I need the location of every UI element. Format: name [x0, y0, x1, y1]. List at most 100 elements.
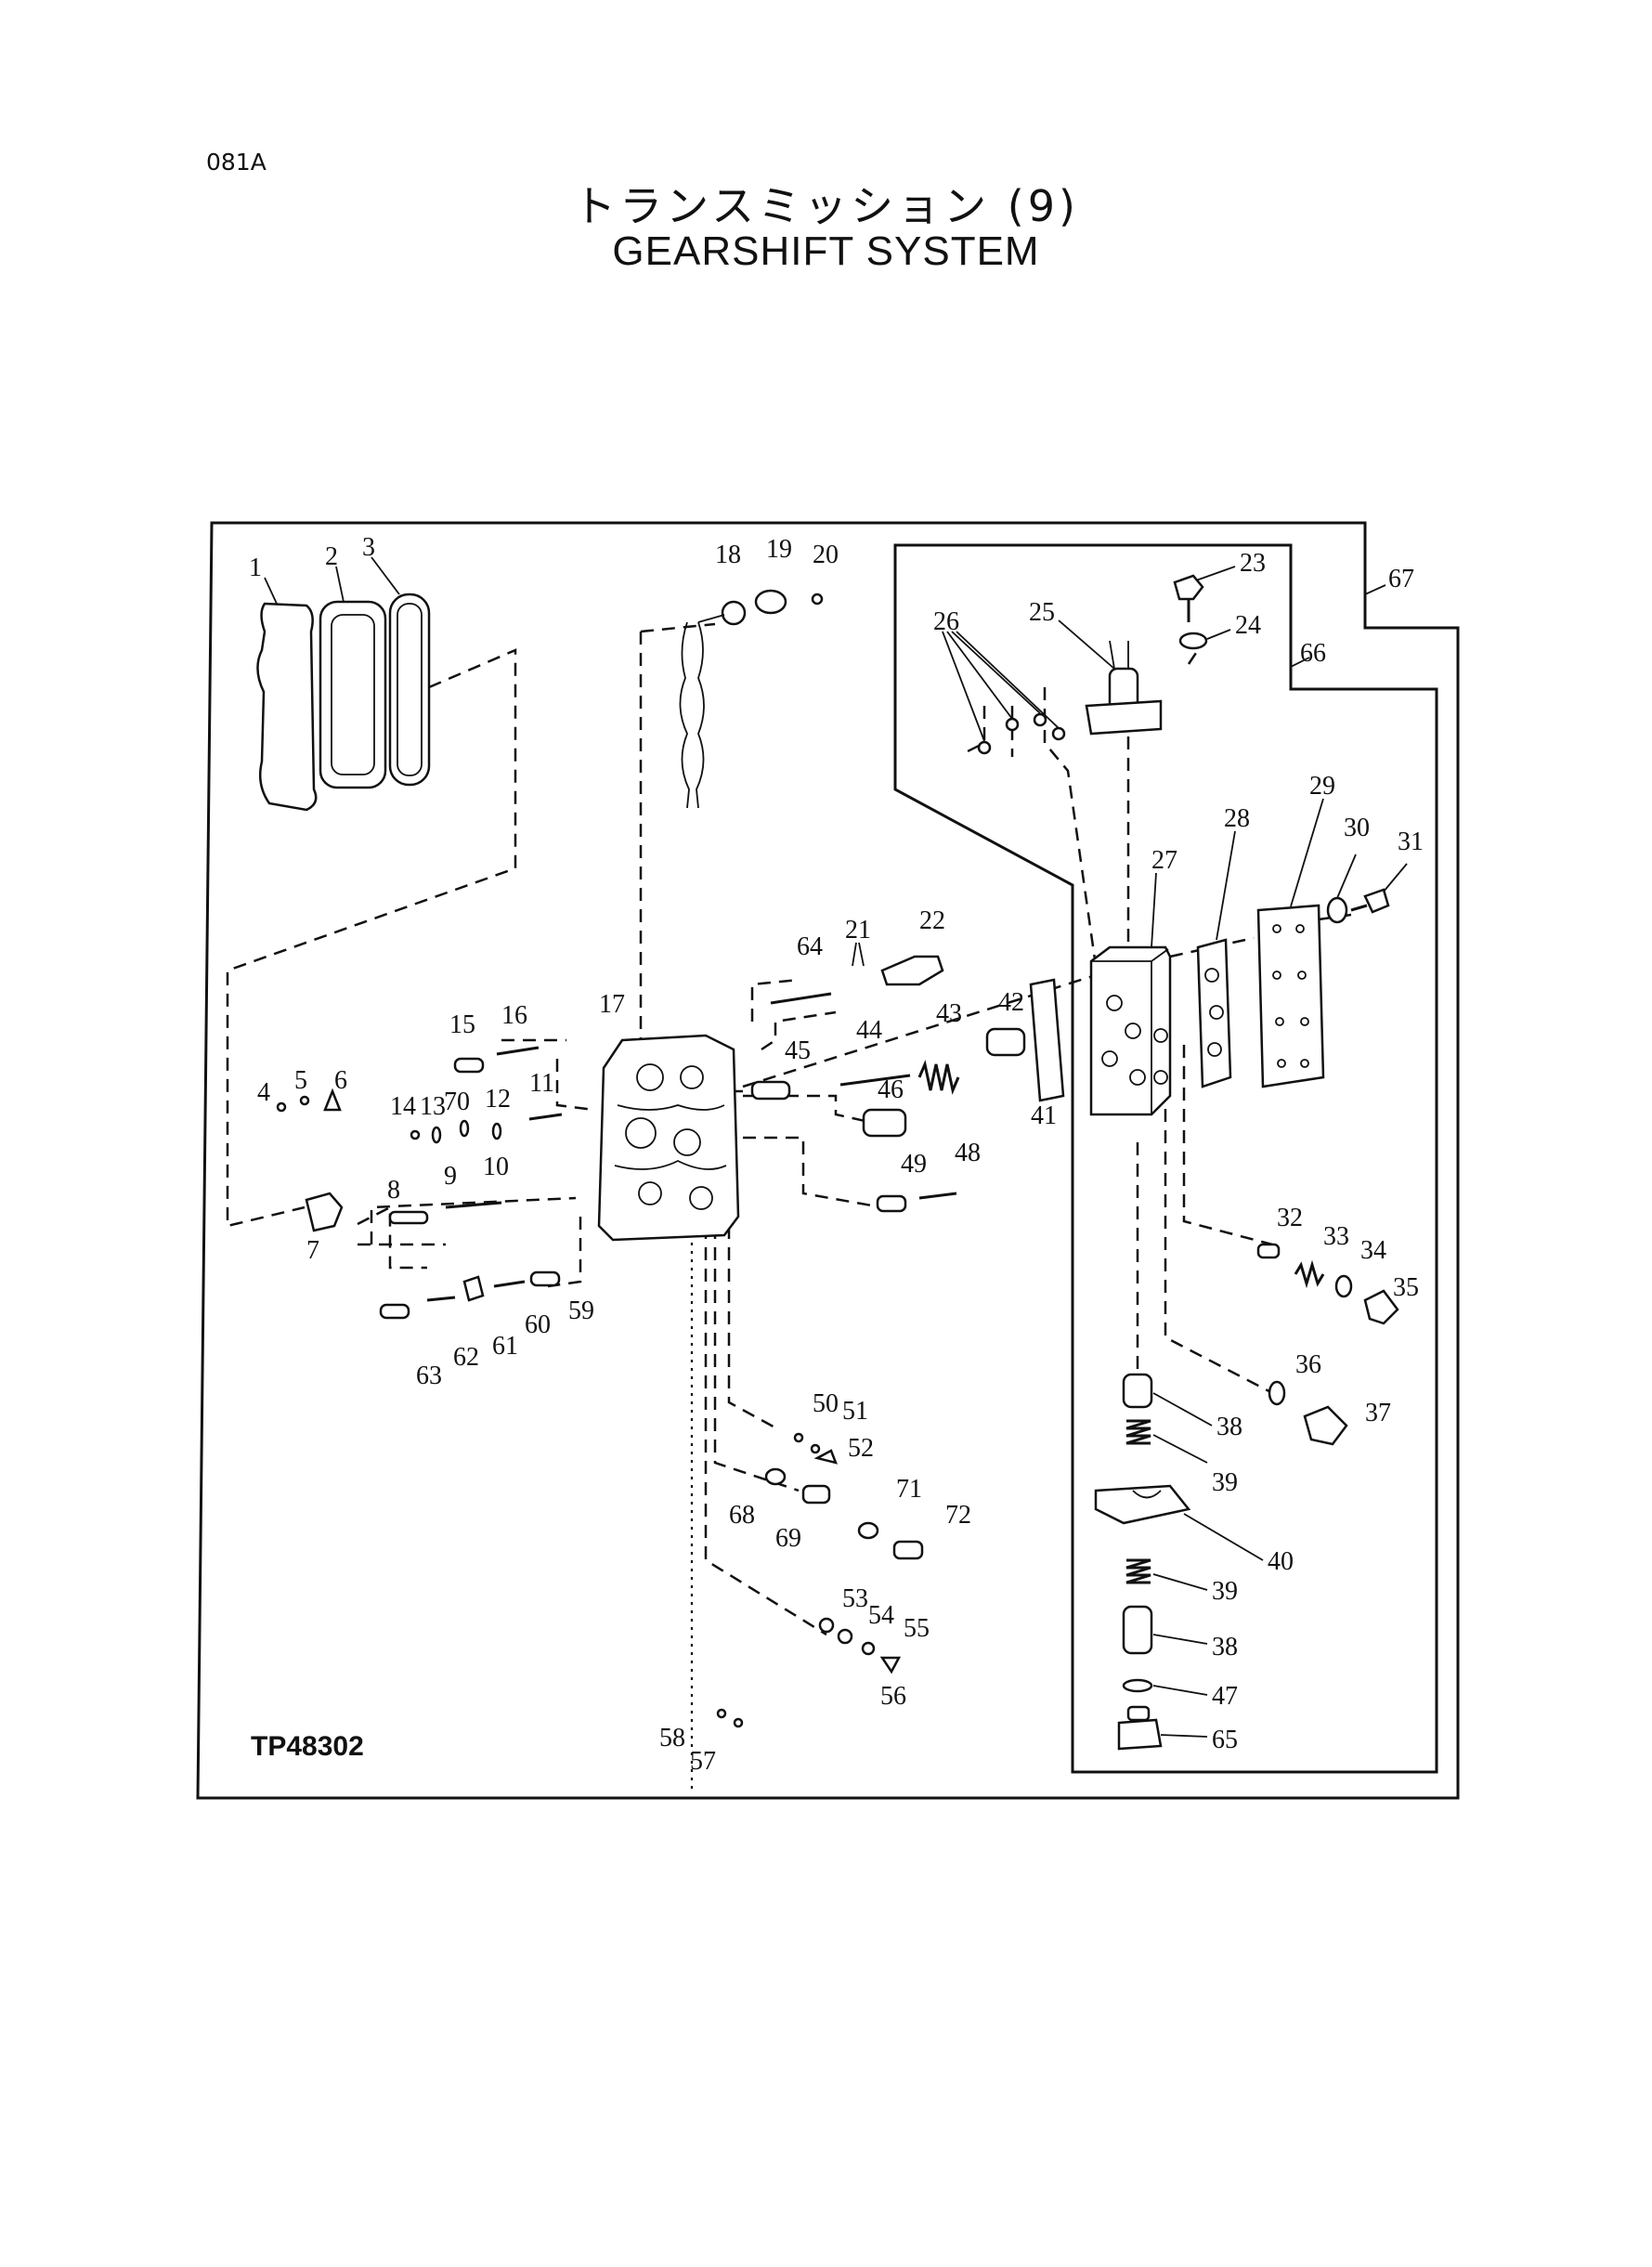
part-69-fitting: [801, 1484, 831, 1505]
part-31-bolt: [1363, 888, 1390, 914]
part-40-plate: [1094, 1484, 1191, 1525]
label-14: 14: [390, 1092, 416, 1121]
outer-frame: [196, 521, 1460, 1800]
label-31: 31: [1398, 827, 1424, 856]
label-34: 34: [1360, 1236, 1386, 1265]
label-36: 36: [1295, 1350, 1321, 1379]
part-7-plug: [305, 1192, 344, 1232]
part-2-cover: [319, 600, 387, 789]
part-19-plate: [754, 589, 787, 615]
label-39-upper: 39: [1212, 1468, 1238, 1497]
label-15: 15: [449, 1010, 475, 1039]
label-53: 53: [842, 1584, 868, 1613]
group-frame-66: [893, 543, 1438, 1774]
page-code: 081A: [206, 149, 267, 176]
label-40: 40: [1268, 1547, 1294, 1576]
part-56-plug: [879, 1656, 902, 1674]
label-33: 33: [1323, 1222, 1349, 1251]
part-8-spool: [388, 1210, 429, 1225]
part-14-ball: [410, 1129, 421, 1140]
part-51-ball: [810, 1443, 821, 1454]
part-32-pin: [1256, 1243, 1281, 1259]
part-46-piston: [862, 1108, 907, 1138]
label-72: 72: [945, 1501, 971, 1530]
label-48: 48: [955, 1139, 981, 1167]
label-28: 28: [1224, 804, 1250, 833]
label-23: 23: [1240, 549, 1266, 578]
part-72-fitting: [892, 1540, 924, 1560]
part-38-piston-upper: [1122, 1373, 1153, 1409]
part-34-oring: [1334, 1274, 1353, 1298]
label-38-upper: 38: [1216, 1413, 1242, 1441]
reference-number: TP48302: [251, 1731, 364, 1762]
part-22-plug: [880, 955, 944, 986]
label-68: 68: [729, 1501, 755, 1530]
part-12-ball: [491, 1122, 502, 1140]
part-59-plug: [529, 1270, 561, 1287]
label-71: 71: [896, 1475, 922, 1504]
part-18-connector: [721, 600, 747, 626]
part-39-spring-lower: [1125, 1558, 1151, 1584]
part-36-oring: [1268, 1380, 1286, 1406]
label-56: 56: [880, 1682, 906, 1711]
label-7: 7: [306, 1236, 319, 1265]
label-57: 57: [690, 1747, 716, 1776]
part-39-spring-upper: [1125, 1419, 1151, 1445]
label-9: 9: [444, 1162, 457, 1191]
label-65: 65: [1212, 1726, 1238, 1754]
part-16-pin: [496, 1046, 540, 1056]
part-47-oring: [1122, 1678, 1153, 1693]
part-26-ball-d: [1051, 726, 1066, 741]
part-60-spring: [493, 1280, 526, 1288]
label-52: 52: [848, 1434, 874, 1463]
label-35: 35: [1393, 1273, 1419, 1302]
label-61: 61: [492, 1332, 518, 1361]
label-21: 21: [845, 916, 871, 945]
label-67: 67: [1388, 565, 1414, 593]
part-68-oring: [764, 1467, 787, 1486]
label-55: 55: [904, 1614, 930, 1643]
label-29: 29: [1309, 772, 1335, 801]
label-60: 60: [525, 1310, 551, 1339]
part-17-valve-body: [597, 1034, 740, 1242]
label-25: 25: [1029, 598, 1055, 627]
part-57-ball: [733, 1717, 744, 1728]
part-20-screw: [811, 593, 824, 606]
part-26-ball-b: [1005, 717, 1020, 732]
part-3-gasket: [388, 593, 431, 787]
part-41-gasket: [1029, 978, 1065, 1102]
part-37-plug: [1303, 1405, 1348, 1446]
part-43-spring: [917, 1060, 960, 1095]
part-42-plug: [985, 1027, 1026, 1057]
part-30-washer: [1326, 896, 1348, 924]
label-2: 2: [325, 542, 338, 571]
label-3: 3: [362, 533, 375, 562]
label-59: 59: [568, 1296, 594, 1325]
label-42: 42: [998, 988, 1024, 1017]
label-26: 26: [933, 607, 959, 636]
label-13: 13: [420, 1092, 446, 1121]
label-17: 17: [599, 990, 625, 1019]
label-70: 70: [444, 1088, 470, 1116]
part-15-plug: [453, 1057, 485, 1074]
part-70-ball: [459, 1119, 470, 1138]
label-49: 49: [901, 1150, 927, 1179]
part-58-ball: [716, 1708, 727, 1719]
part-49-plug: [876, 1194, 907, 1213]
label-51: 51: [842, 1397, 868, 1426]
label-16: 16: [501, 1001, 527, 1030]
label-19: 19: [766, 535, 792, 564]
label-63: 63: [416, 1362, 442, 1390]
label-43: 43: [936, 999, 962, 1028]
part-64-pin: [770, 992, 832, 1005]
part-53-ball: [818, 1617, 835, 1634]
label-27: 27: [1151, 846, 1177, 875]
label-32: 32: [1277, 1204, 1303, 1232]
label-6: 6: [334, 1066, 347, 1095]
title-english: GEARSHIFT SYSTEM: [612, 228, 1040, 274]
label-8: 8: [387, 1176, 400, 1205]
label-47: 47: [1212, 1682, 1238, 1711]
part-13-ball: [431, 1126, 442, 1144]
label-69: 69: [775, 1524, 801, 1553]
